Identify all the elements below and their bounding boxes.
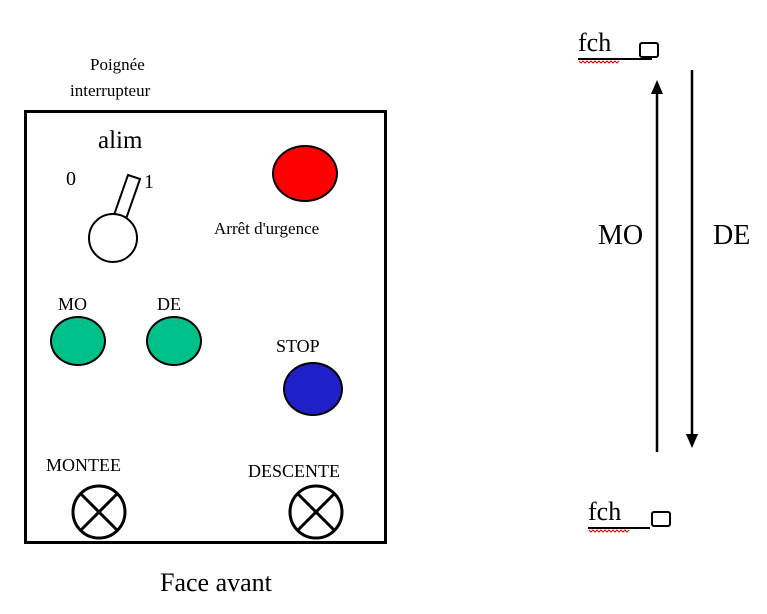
- down-direction-label: DE: [713, 220, 751, 251]
- panel-caption: Face avant: [160, 568, 272, 597]
- montee-label: MONTEE: [46, 455, 121, 475]
- front-panel: [24, 110, 387, 544]
- top-fch-squiggle: [578, 60, 620, 64]
- emergency-stop-button[interactable]: [272, 145, 338, 202]
- switch-lever: [112, 173, 142, 221]
- bottom-limit-switch-label: fch: [588, 497, 622, 526]
- de-button[interactable]: [146, 316, 202, 366]
- switch-knob: [88, 213, 138, 263]
- top-limit-switch-label: fch: [578, 28, 612, 57]
- switch-on-label: 1: [144, 171, 154, 193]
- stop-button-label: STOP: [276, 336, 320, 356]
- de-button-label: DE: [157, 294, 181, 314]
- alim-label: alim: [98, 127, 143, 154]
- up-arrowhead: [651, 80, 663, 94]
- descente-lamp: [288, 484, 344, 540]
- mo-button[interactable]: [50, 316, 106, 366]
- top-limit-switch: [639, 42, 659, 58]
- montee-lamp: [71, 484, 127, 540]
- up-direction-label: MO: [598, 220, 644, 251]
- stop-button[interactable]: [283, 362, 343, 416]
- switch-off-label: 0: [66, 168, 76, 190]
- bottom-limit-switch: [651, 511, 671, 527]
- handle-label-line1: Poignée: [90, 55, 145, 74]
- mo-button-label: MO: [58, 294, 88, 314]
- bottom-fch-squiggle: [588, 529, 630, 533]
- handle-label-line2: interrupteur: [70, 81, 151, 100]
- emergency-stop-label: Arrêt d'urgence: [214, 219, 320, 238]
- down-arrowhead: [686, 434, 698, 448]
- descente-label: DESCENTE: [248, 461, 340, 481]
